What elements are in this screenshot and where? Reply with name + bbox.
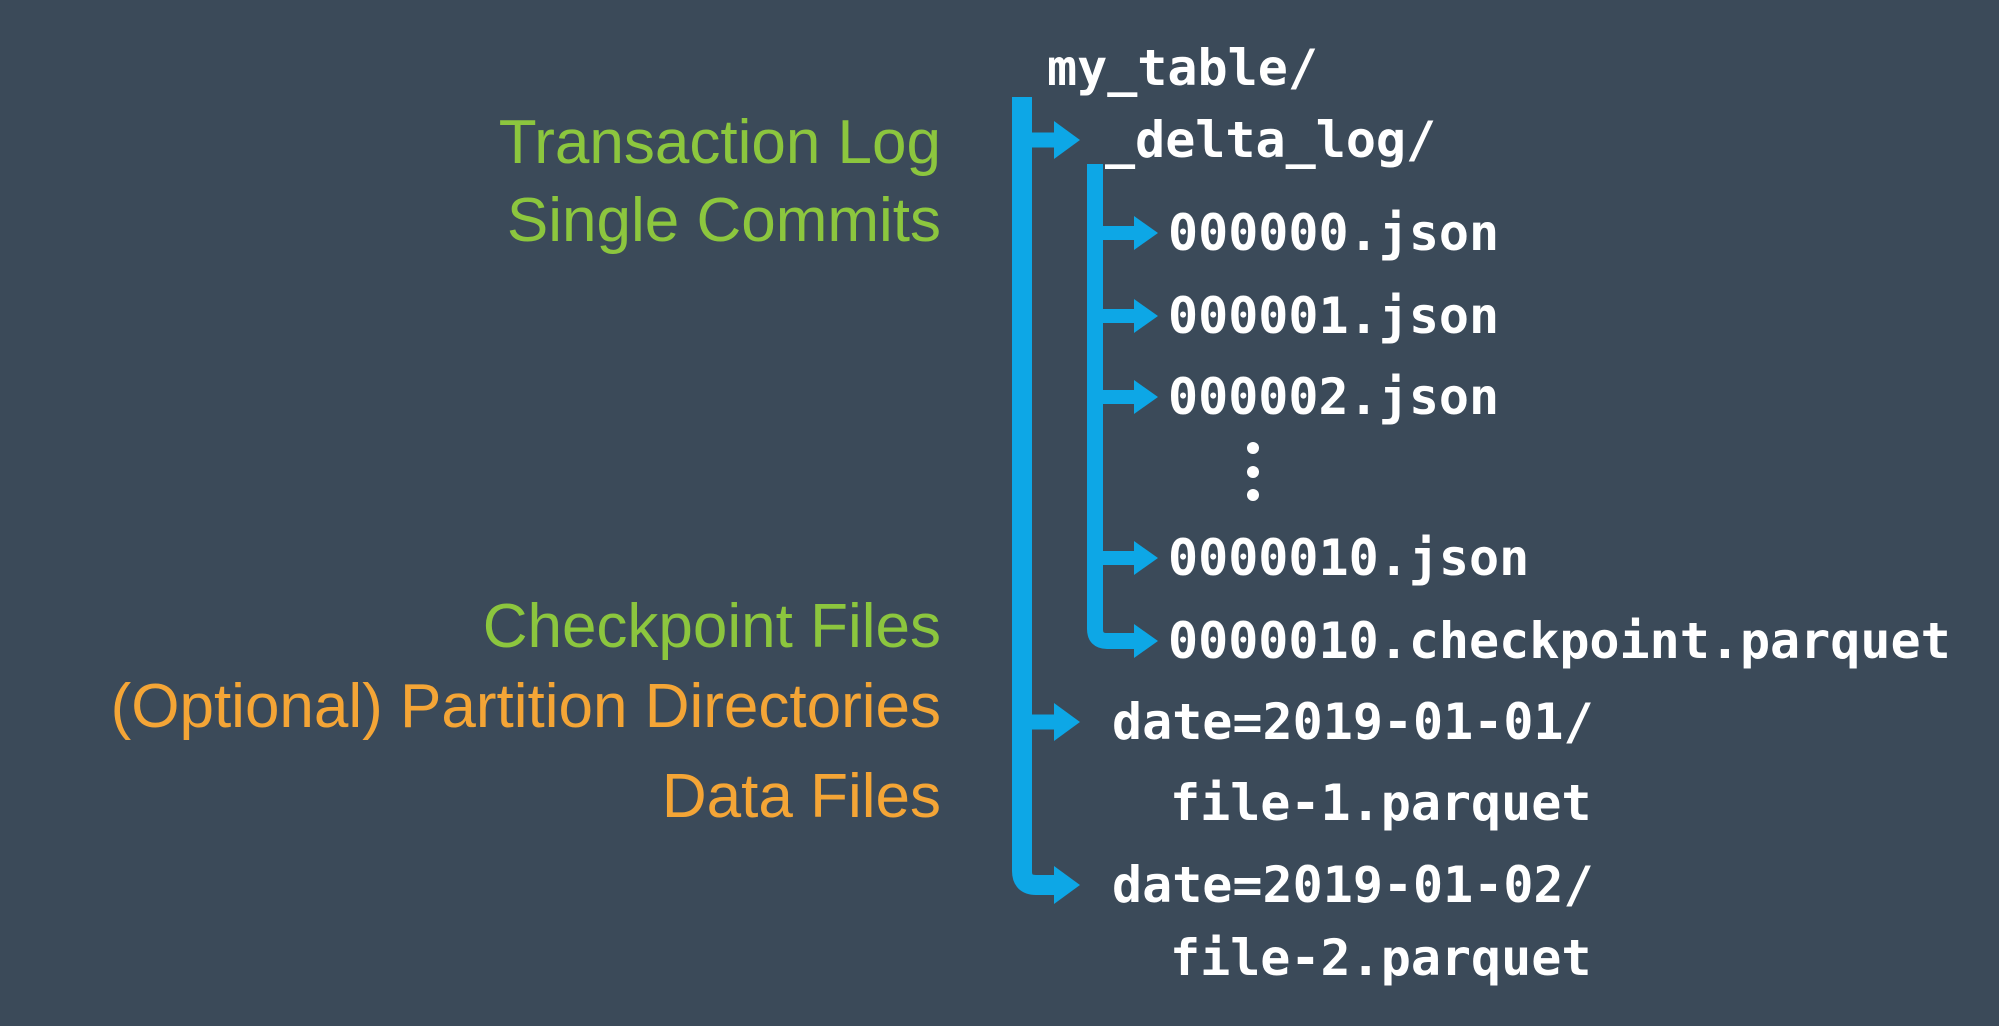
ellipsis-dot	[1247, 489, 1259, 501]
label-transaction-log: Transaction Log	[498, 108, 941, 178]
arrowhead-json-0-icon	[1134, 216, 1158, 250]
arrowhead-json-10-icon	[1134, 541, 1158, 575]
tree-item-my-table: my_table/	[1047, 39, 1318, 97]
arrowhead-json-1-icon	[1134, 299, 1158, 333]
ellipsis-dot	[1247, 465, 1259, 478]
main-trunk-line	[1012, 97, 1054, 895]
tree-item-json-000001: 000001.json	[1168, 287, 1500, 345]
vertical-ellipsis	[1247, 442, 1259, 501]
tree-item-date-2019-01-02: date=2019-01-02/	[1112, 856, 1594, 914]
tree-item-delta-log: _delta_log/	[1105, 111, 1437, 169]
tree-item-json-000000: 000000.json	[1168, 204, 1500, 262]
arrowhead-delta-log-icon	[1054, 121, 1080, 159]
tree-item-json-000002: 000002.json	[1168, 368, 1500, 426]
delta-log-trunk-line	[1087, 164, 1134, 649]
tree-item-json-0000010: 0000010.json	[1168, 529, 1530, 587]
label-checkpoint-files: Checkpoint Files	[482, 592, 941, 662]
tree-item-checkpoint-parquet: 0000010.checkpoint.parquet	[1168, 612, 1951, 670]
arrowhead-checkpoint-icon	[1134, 624, 1158, 658]
arrowhead-date-01-icon	[1054, 703, 1080, 741]
arrowhead-date-02-icon	[1054, 866, 1080, 904]
tree-item-file-2-parquet: file-2.parquet	[1170, 929, 1592, 987]
label-partition-directories: (Optional) Partition Directories	[110, 672, 941, 742]
ellipsis-dot	[1247, 442, 1259, 454]
tree-item-file-1-parquet: file-1.parquet	[1170, 774, 1592, 832]
label-single-commits: Single Commits	[506, 186, 941, 256]
tree-item-date-2019-01-01: date=2019-01-01/	[1112, 693, 1594, 751]
label-data-files: Data Files	[661, 762, 941, 832]
arrowhead-json-2-icon	[1134, 380, 1158, 414]
